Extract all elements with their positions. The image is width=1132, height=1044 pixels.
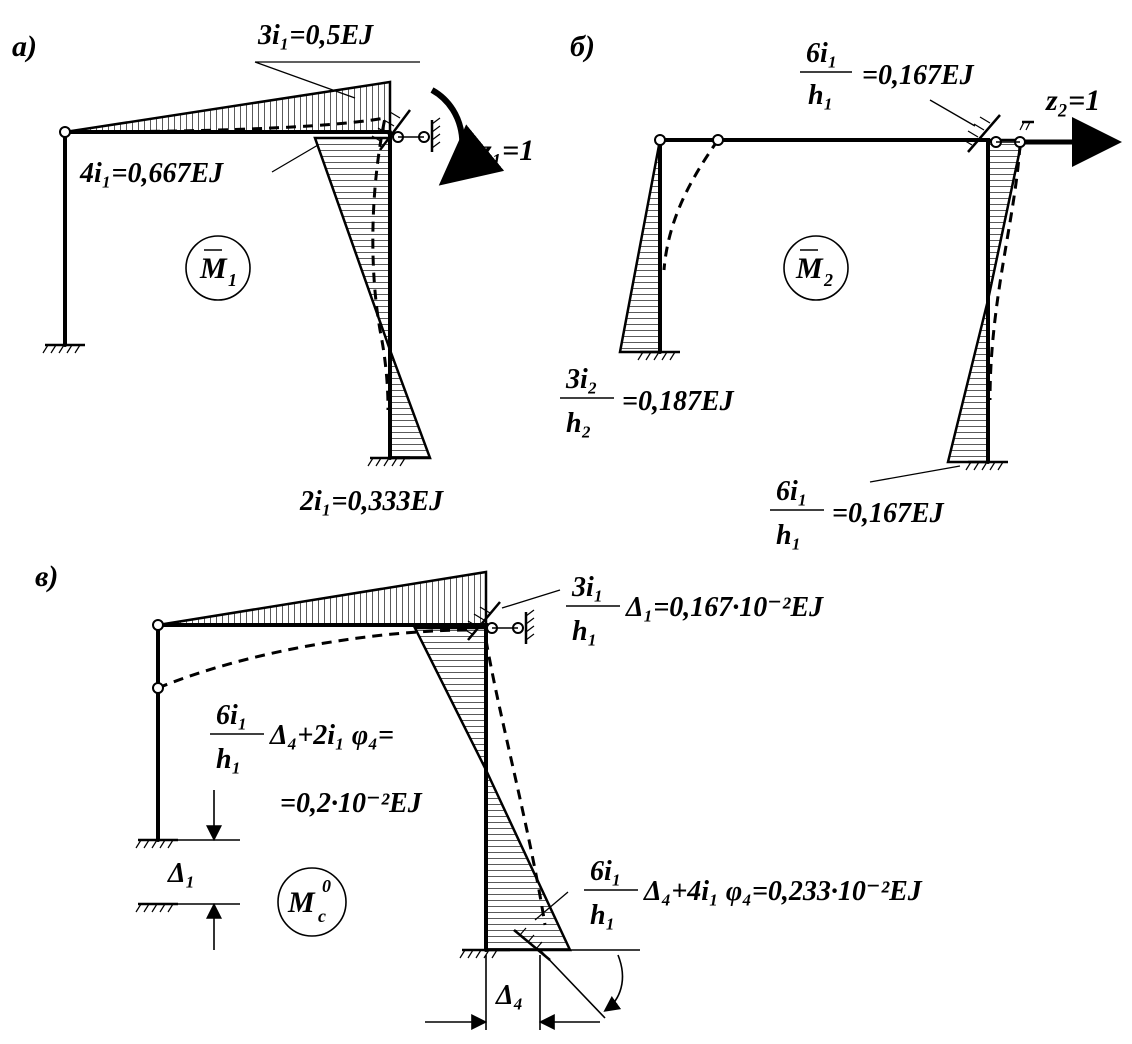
panel-a-link-support (430, 117, 441, 152)
panel-b-left-column-moment (618, 139, 662, 354)
panel-b-fixed-support-left (637, 350, 680, 361)
panel-b-label-top-den: h₁ (808, 80, 833, 111)
panel-a-label-top: 3i₁=0,5EJ (257, 20, 374, 51)
panel-c-label-mid-val1: Δ₄+2i₁ φ₄= (269, 720, 394, 751)
panel-b-rotation-clamp (961, 114, 1001, 153)
panel-a-unknown: z₁=1 (479, 134, 534, 167)
panel-b-frame (658, 138, 990, 464)
panel-a-label-bottom: 2i₁=0,333EJ (299, 486, 444, 517)
panel-c-column-moment-lower (484, 769, 572, 952)
panel-c-label-bottom-num: 6i₁ (590, 856, 622, 887)
panel-c-label-top-den: h₁ (572, 616, 597, 647)
panel-b-hinge-corner (654, 134, 666, 146)
panel-b-deflected-shape (662, 139, 1022, 401)
panel-a-rotation-arrow (430, 87, 505, 186)
panel-b-label-top-val: =0,167EJ (862, 60, 975, 91)
panel-b-diagram-sub: 2 (823, 270, 833, 290)
panel-b-right-column-moment-lower (946, 299, 990, 464)
panel-a-fixed-support-right (367, 456, 410, 467)
panel-b-label-left-val: =0,187EJ (622, 386, 735, 417)
panel-c-label-mid-val2: =0,2·10⁻²EJ (280, 788, 423, 819)
panel-b-label-left-den: h₂ (566, 408, 591, 439)
panel-c-hinge-shifted (152, 682, 164, 694)
panel-a-column-moment-upper (313, 136, 392, 351)
panel-c-delta1: Δ₁ (167, 858, 195, 889)
panel-c-delta1-dimension (178, 790, 240, 950)
panel-c-label-top-val: Δ₁=0,167·10⁻²EJ (625, 592, 824, 623)
panel-c-delta4-dimension (425, 955, 600, 1030)
panel-a-fixed-support-left (42, 343, 85, 354)
panel-c-settled-support-left (135, 902, 178, 913)
panel-c-label-mid-num: 6i₁ (216, 700, 248, 731)
panel-b-hinge-beam (712, 134, 724, 146)
panel-a-diagram-name: M (199, 252, 228, 285)
panel-c-delta4: Δ₄ (495, 980, 523, 1011)
panel-c-diagram-circle (277, 867, 347, 937)
panel-c-link-support (524, 609, 535, 644)
panel-b-unknown: z₂=1 (1045, 84, 1100, 117)
panel-c-tag: в) (35, 560, 58, 593)
panel-c-diagram-sub: c (318, 906, 326, 926)
panel-c-fixed-support-left (135, 838, 178, 849)
panel-c-label-top-num: 3i₁ (571, 572, 604, 603)
panel-a-column-moment-lower (388, 349, 432, 460)
panel-c-label-mid-den: h₁ (216, 744, 241, 775)
panel-a-hinge-left (59, 126, 71, 138)
panel-c-hinge-corner (152, 619, 164, 631)
panel-c-label-bottom-den: h₁ (590, 900, 615, 931)
panel-b: б) (560, 30, 1122, 551)
panel-b-label-left-num: 3i₂ (565, 364, 598, 395)
panel-b-label-top-num: 6i₁ (806, 38, 838, 69)
panel-c: в) (35, 560, 923, 1030)
panel-c-deflected-shape (157, 628, 547, 926)
panel-b-label-bottom-num: 6i₁ (776, 476, 808, 507)
panel-b-fixed-support-right (965, 460, 1008, 471)
panel-b-diagram-name: M (795, 252, 824, 285)
panel-b-diagram-circle (783, 235, 849, 301)
panel-c-rotated-support (513, 927, 640, 1019)
panel-b-label-bottom-val: =0,167EJ (832, 498, 945, 529)
panel-b-tag: б) (570, 30, 595, 63)
panel-c-diagram-name: M (287, 886, 316, 919)
panel-a-label-left: 4i₁=0,667EJ (79, 158, 224, 189)
panel-b-link-support (1019, 120, 1034, 131)
panel-c-diagram-sup: 0 (322, 876, 331, 896)
panel-a-diagram-sub: 1 (228, 270, 237, 290)
panel-a-rotation-clamp (371, 109, 411, 151)
panel-b-label-bottom-den: h₁ (776, 520, 801, 551)
panel-a: а) (12, 20, 534, 517)
panel-c-rotation-clamp (461, 601, 501, 641)
panel-c-label-bottom-val: Δ₄+4i₁ φ₄=0,233·10⁻²EJ (643, 876, 923, 907)
panel-c-column-moment-upper (412, 626, 488, 771)
panel-c-frame (156, 623, 488, 952)
panel-c-fixed-support-right (459, 948, 510, 959)
panel-a-deflected-shape (64, 116, 390, 411)
panel-a-diagram-circle (185, 235, 251, 301)
panel-c-beam-moment-area (157, 570, 488, 627)
panel-a-tag: а) (12, 30, 37, 63)
